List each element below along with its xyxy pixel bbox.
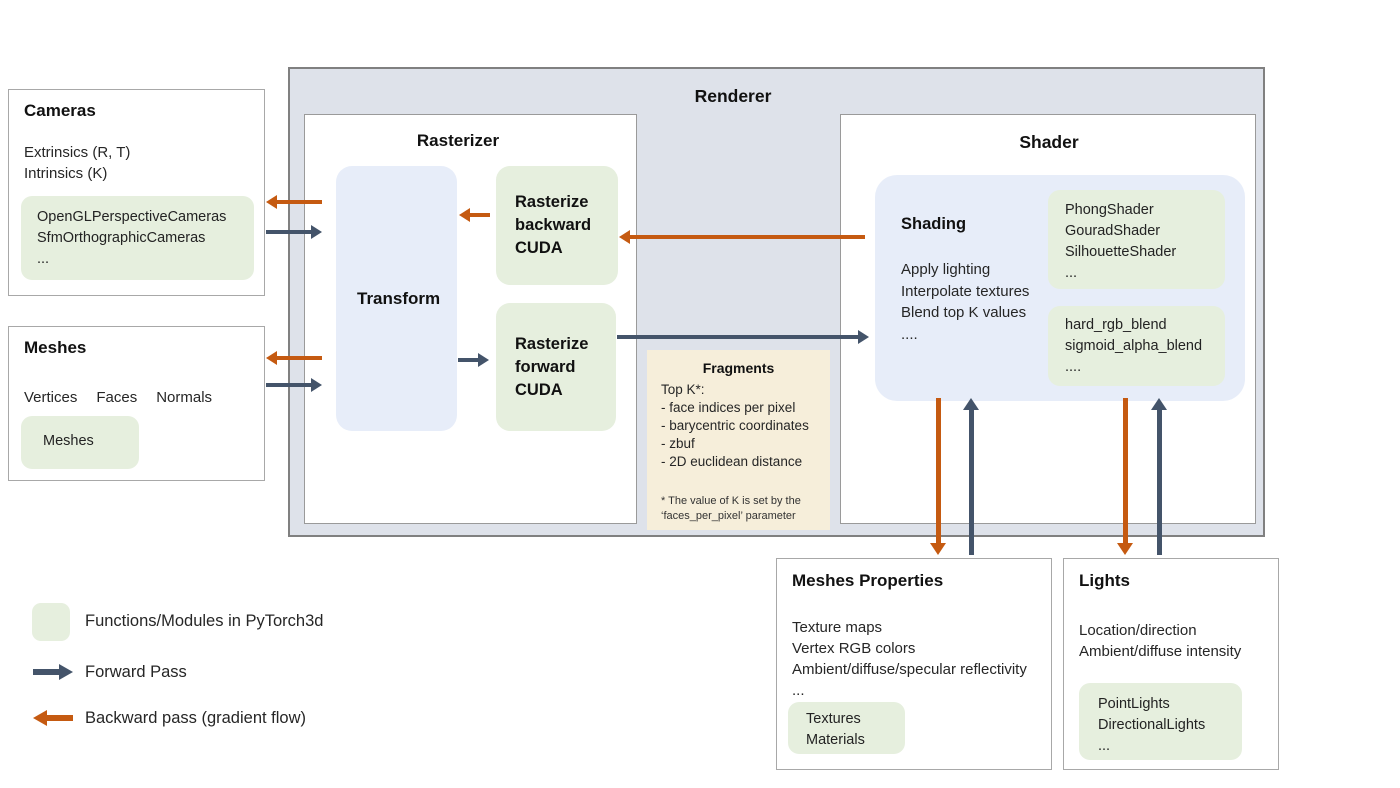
forward-arrow-rasterize-forward-to-shader <box>617 330 869 344</box>
shading-line: Interpolate textures <box>901 282 1030 300</box>
shading-title: Shading <box>901 215 967 233</box>
renderer-box: Renderer Rasterizer Transform Rasterize … <box>288 67 1265 537</box>
blend-function: hard_rgb_blend <box>1065 317 1167 333</box>
meshes-attribute: Vertices <box>24 389 78 406</box>
backward-arrow-shader-to-meshes-properties <box>930 398 946 555</box>
rasterize-backward-cuda-box: Rasterize backward CUDA <box>496 166 618 285</box>
rasterizer-panel: Rasterizer Transform Rasterize backward … <box>304 114 637 524</box>
backward-arrow-transform-to-meshes <box>266 351 322 365</box>
lights-module: PointLights <box>1098 696 1170 712</box>
forward-arrow-lights-to-shader <box>1151 398 1167 555</box>
fragments-line: - 2D euclidean distance <box>661 454 803 469</box>
shader-module: ... <box>1065 265 1078 281</box>
forward-arrow-transform-to-rasterize-forward <box>458 353 489 367</box>
shader-module: SilhouetteShader <box>1065 244 1177 260</box>
forward-arrow-meshes-to-transform <box>266 378 322 392</box>
meshes-module: Meshes <box>43 433 94 449</box>
meshes-properties-modules-box: Textures Materials <box>788 702 905 754</box>
blend-function: sigmoid_alpha_blend <box>1065 338 1203 354</box>
shading-box: Shading Apply lighting Interpolate textu… <box>875 175 1245 401</box>
lights-module: ... <box>1098 738 1111 754</box>
backward-arrow-shader-to-rasterize-backward <box>619 230 865 244</box>
cameras-modules-box: OpenGLPerspectiveCameras SfmOrthographic… <box>21 196 254 280</box>
blend-function: .... <box>1065 359 1082 375</box>
legend-green-swatch <box>32 603 70 641</box>
rasterizer-title: Rasterizer <box>416 131 500 150</box>
legend-forward-label: Forward Pass <box>85 663 187 681</box>
meshes-properties-module: Textures <box>806 711 861 727</box>
cameras-module: SfmOrthographicCameras <box>37 230 206 246</box>
forward-arrow-cameras-to-transform <box>266 225 322 239</box>
cameras-module: OpenGLPerspectiveCameras <box>37 209 227 225</box>
meshes-attribute: Normals <box>156 389 213 406</box>
meshes-properties-line: Ambient/diffuse/specular reflectivity <box>792 661 1027 678</box>
backward-arrow-shader-to-lights <box>1117 398 1133 555</box>
backward-arrow-rasterize-backward-to-transform <box>459 208 490 222</box>
meshes-properties-title: Meshes Properties <box>792 571 944 590</box>
fragments-box: Fragments Top K*: - face indices per pix… <box>647 350 830 530</box>
forward-pass-arrow-icon <box>33 664 73 680</box>
meshes-attribute: Faces <box>96 389 138 406</box>
forward-arrow-meshes-properties-to-shader <box>963 398 979 555</box>
fragments-line: Top K*: <box>661 382 705 397</box>
lights-modules-box: PointLights DirectionalLights ... <box>1079 683 1242 760</box>
lights-line: Ambient/diffuse intensity <box>1079 643 1242 660</box>
fragments-line: - zbuf <box>661 436 695 451</box>
rasterize-backward-cuda-label: Rasterize backward CUDA <box>515 193 592 257</box>
meshes-properties-module: Materials <box>806 732 865 748</box>
shader-modules-box: PhongShader GouradShader SilhouetteShade… <box>1048 190 1225 289</box>
rasterize-forward-cuda-box: Rasterize forward CUDA <box>496 303 616 431</box>
transform-box: Transform <box>336 166 457 431</box>
cameras-line: Intrinsics (K) <box>24 165 108 182</box>
meshes-title: Meshes <box>24 338 87 357</box>
shader-module: GouradShader <box>1065 223 1161 239</box>
shading-line: Blend top K values <box>901 304 1027 321</box>
meshes-properties-line: ... <box>792 682 805 699</box>
meshes-modules-box: Meshes <box>21 416 139 469</box>
meshes-panel: Meshes Vertices Faces Normals Meshes <box>8 326 265 481</box>
legend-backward-label: Backward pass (gradient flow) <box>85 709 307 727</box>
lights-module: DirectionalLights <box>1098 717 1206 733</box>
lights-line: Location/direction <box>1079 622 1197 639</box>
cameras-line: Extrinsics (R, T) <box>24 144 131 161</box>
fragments-footnote: * The value of K is set by the ‘faces_pe… <box>661 495 801 522</box>
backward-pass-arrow-icon <box>33 710 73 726</box>
shading-line: .... <box>901 325 918 343</box>
transform-label: Transform <box>357 288 441 308</box>
shader-module: PhongShader <box>1065 202 1154 218</box>
shading-line: Apply lighting <box>901 261 991 278</box>
fragments-line: - face indices per pixel <box>661 400 796 415</box>
fragments-title: Fragments <box>702 360 775 376</box>
cameras-module: ... <box>37 251 50 267</box>
blend-functions-box: hard_rgb_blend sigmoid_alpha_blend .... <box>1048 306 1225 386</box>
meshes-properties-line: Texture maps <box>792 619 883 636</box>
rasterize-forward-cuda-label: Rasterize forward CUDA <box>515 334 589 399</box>
fragments-line: - barycentric coordinates <box>661 418 809 433</box>
shader-panel: Shader Shading Apply lighting Interpolat… <box>840 114 1256 524</box>
shader-title: Shader <box>1019 132 1079 152</box>
meshes-properties-panel: Meshes Properties Texture maps Vertex RG… <box>776 558 1052 770</box>
legend-modules-label: Functions/Modules in PyTorch3d <box>85 612 324 630</box>
lights-title: Lights <box>1079 571 1130 590</box>
lights-panel: Lights Location/direction Ambient/diffus… <box>1063 558 1279 770</box>
cameras-title: Cameras <box>24 101 96 120</box>
renderer-title: Renderer <box>694 86 772 106</box>
meshes-properties-line: Vertex RGB colors <box>792 640 916 657</box>
backward-arrow-transform-to-cameras <box>266 195 322 209</box>
cameras-panel: Cameras Extrinsics (R, T) Intrinsics (K)… <box>8 89 265 296</box>
